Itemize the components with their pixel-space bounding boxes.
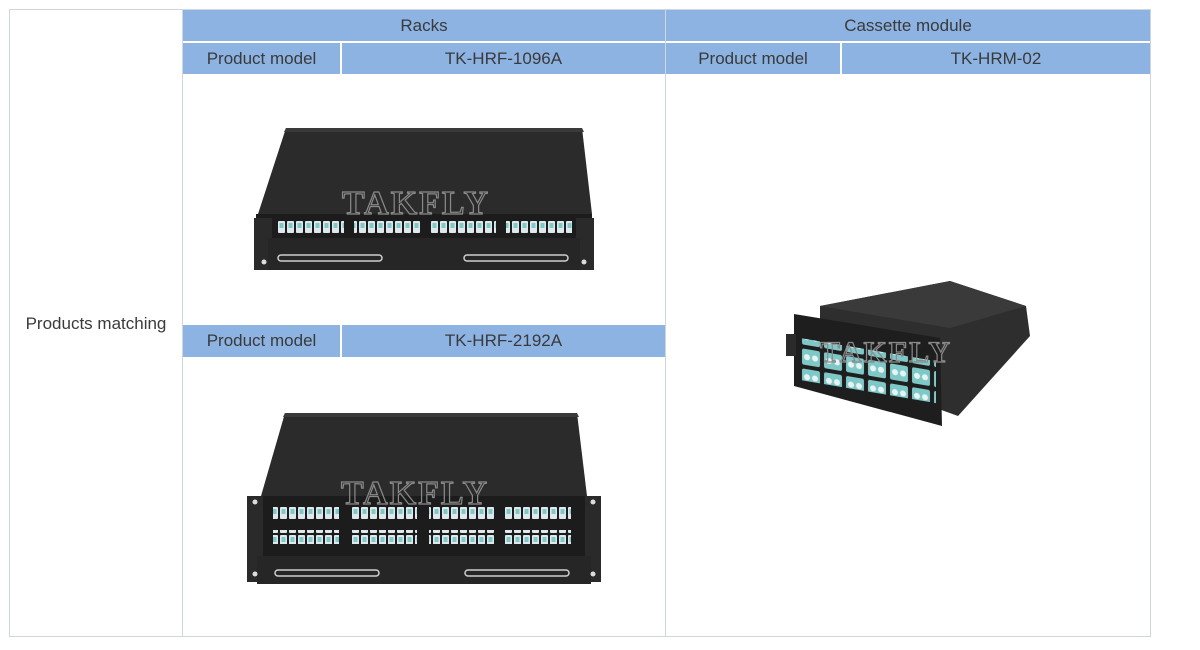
rack2-model-value: TK-HRF-2192A	[342, 325, 665, 357]
rack1-product-model-label: Product model	[183, 43, 340, 74]
table-border-top	[9, 9, 1151, 10]
rack-1u-image: TAKFLY	[254, 128, 594, 270]
table-border-right	[1150, 9, 1151, 637]
racks-header: Racks	[183, 10, 665, 41]
table-divider-label	[182, 9, 183, 637]
table-divider-middle	[665, 9, 666, 637]
rack1-model-value: TK-HRF-1096A	[342, 43, 665, 74]
products-matching-label: Products matching	[25, 314, 167, 333]
cassette-module-image: TAKFLY	[786, 281, 1030, 426]
cassette-product-model-label: Product model	[666, 43, 840, 74]
watermark-text: TAKFLY	[820, 336, 952, 369]
table-border-left	[9, 9, 10, 637]
watermark-text: TAKFLY	[342, 185, 490, 222]
cassette-model-value: TK-HRM-02	[842, 43, 1150, 74]
table-border-bottom	[9, 636, 1151, 637]
cassette-header: Cassette module	[666, 10, 1150, 41]
watermark-text: TAKFLY	[341, 475, 489, 512]
rack2-product-model-label: Product model	[183, 325, 340, 357]
rack-2u-image: TAKFLY	[247, 413, 601, 584]
